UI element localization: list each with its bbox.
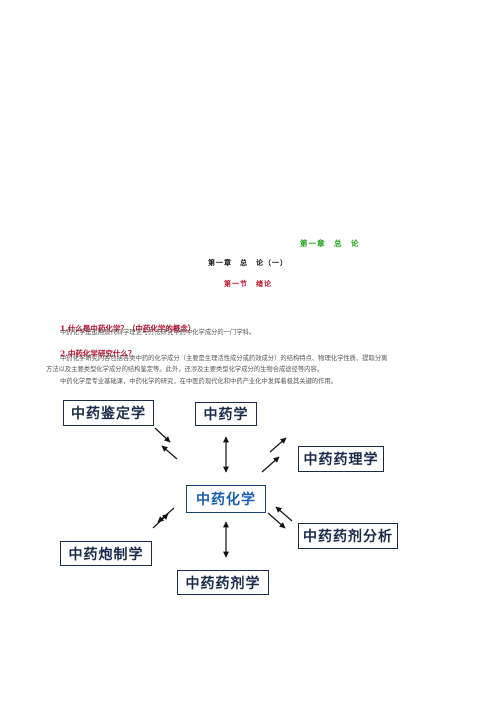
arrow-right-bottom-in	[267, 512, 286, 529]
question-2-paragraph-line-1: 中药化学研究内容包括各类中药的化学成分（主要是生理活性成分或药效成分）的结构特点…	[60, 355, 388, 362]
arrow-left-top-out	[161, 445, 178, 460]
question-1-heading: 1.什么是中药化学？（中药化学的概念）	[60, 316, 195, 335]
chapter-title-green: 第一章 总 论	[300, 239, 360, 248]
question-1-answer: 中药化学是运用现代科学理论与方法研究中药中化学成分的一门学科。	[60, 329, 256, 336]
arrow-left-bottom-out	[157, 507, 175, 523]
question-2-paragraph-line-2: 方法以及主要类型化学成分的结构鉴定等。此外，还涉及主要类型化学成分的生物合成途径…	[46, 366, 324, 373]
chapter-title: 第一章 总 论（一）	[208, 258, 288, 267]
arrow-right-bottom-out	[275, 506, 293, 522]
arrow-left-top-in	[154, 427, 171, 443]
box-right-top: 中药药理学	[298, 446, 384, 472]
box-top: 中药学	[195, 402, 257, 426]
box-center: 中药化学	[186, 485, 266, 513]
question-1-number: 1.	[60, 324, 68, 333]
arrow-right-top-in	[261, 456, 280, 473]
question-2-heading: 2.中药化学研究什么？	[60, 341, 135, 360]
arrow-left-bottom-in	[152, 513, 169, 529]
box-left-bottom: 中药炮制学	[60, 541, 152, 566]
question-2-paragraph-3: 中药化学是专业基础课，中药化学的研究，在中医药现代化和中药产业化中发挥着极其关键…	[60, 378, 338, 385]
box-left-top: 中药鉴定学	[63, 400, 154, 426]
question-1-title: 什么是中药化学？（中药化学的概念）	[67, 324, 196, 333]
arrow-right-top-out	[269, 437, 287, 453]
box-bottom: 中药药剂学	[177, 570, 269, 595]
box-right-bottom: 中药药剂分析	[298, 523, 398, 549]
section-title: 第一节 绪论	[224, 279, 272, 288]
question-2-number: 2.	[60, 349, 68, 358]
question-2-title: 中药化学研究什么？	[67, 349, 136, 358]
